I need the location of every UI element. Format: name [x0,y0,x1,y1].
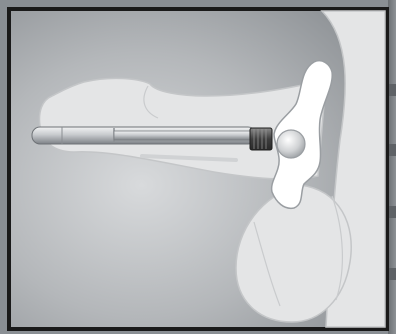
adjustment-knob [250,128,272,150]
right-edge-stripes [388,0,396,334]
device-rod [32,127,256,144]
pivot-button [277,130,305,158]
